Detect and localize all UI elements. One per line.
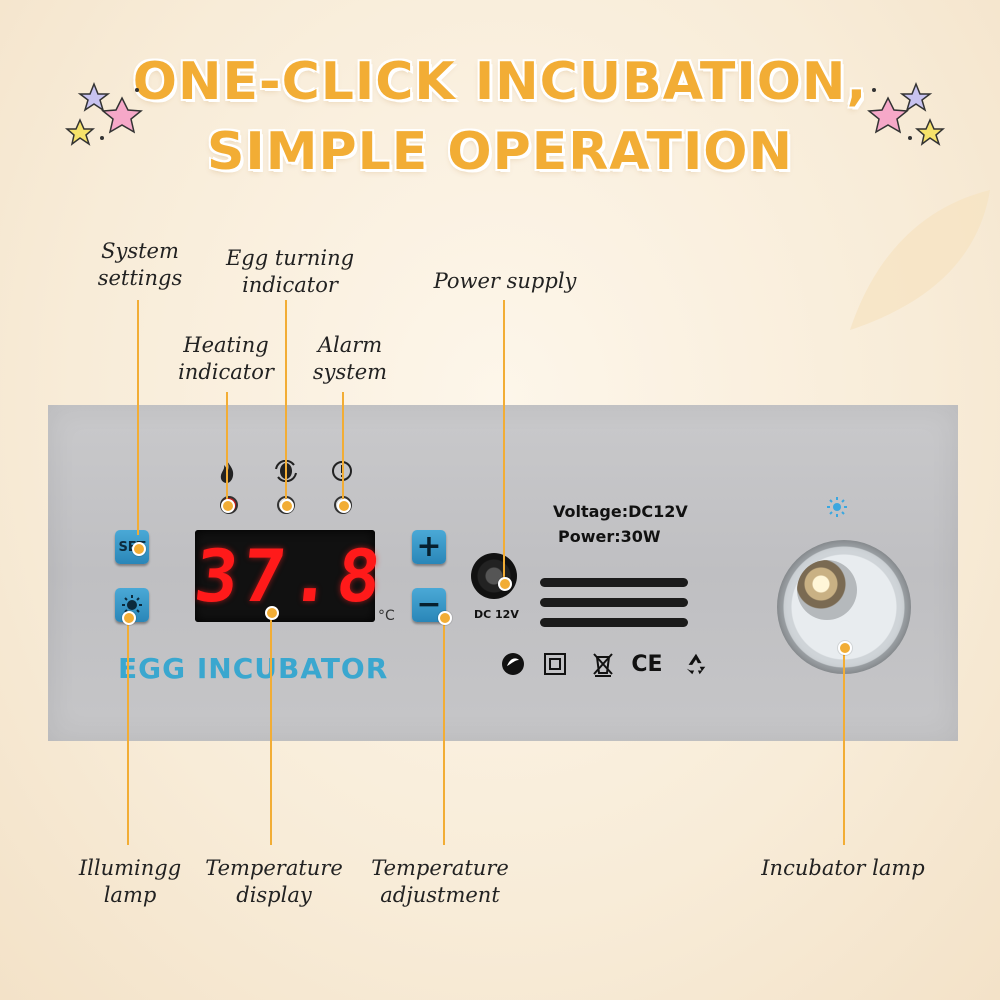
brand-text: EGG INCUBATOR	[118, 652, 389, 685]
voltage-spec: Voltage:DC12V	[553, 502, 688, 521]
label-system-settings: System settings	[97, 239, 183, 290]
vent-slot	[540, 618, 688, 627]
vent-slot	[540, 598, 688, 607]
label-illuming-lamp: Illumingg lamp	[78, 856, 182, 907]
callout-dot	[221, 499, 235, 513]
label-temperature-adjustment: Temperature adjustment	[371, 856, 509, 907]
callout-line	[342, 392, 344, 504]
callout-line	[137, 300, 139, 535]
callout-dot	[438, 611, 452, 625]
callout-dot	[280, 499, 294, 513]
headline-line-2: SIMPLE OPERATION	[206, 122, 794, 182]
callout-line	[503, 300, 505, 582]
low-energy-icon	[500, 651, 526, 677]
label-power-supply: Power supply	[433, 269, 577, 293]
stars-decoration-icon	[867, 81, 946, 146]
lamp-sun-icon	[827, 497, 847, 517]
power-spec: Power:30W	[558, 527, 661, 546]
ce-mark: CE	[631, 651, 663, 677]
double-insulation-icon	[542, 651, 568, 677]
egg-turning-icon	[275, 460, 297, 482]
callout-line	[226, 392, 228, 504]
temperature-display: 37.8	[191, 530, 389, 622]
lamp-bulb	[797, 560, 857, 620]
stars-decoration-icon	[64, 81, 143, 146]
weee-bin-icon	[590, 651, 616, 677]
callout-dot	[838, 641, 852, 655]
callout-line	[843, 647, 845, 845]
callout-dot	[337, 499, 351, 513]
callout-dot	[498, 577, 512, 591]
recycle-icon	[683, 651, 709, 677]
label-temperature-display: Temperature display	[205, 856, 343, 907]
callout-line	[443, 617, 445, 845]
callout-line	[127, 617, 129, 845]
callout-dot	[122, 611, 136, 625]
label-incubator-lamp: Incubator lamp	[761, 856, 925, 880]
jack-label: DC 12V	[474, 608, 519, 621]
label-heating: Heating indicator	[178, 333, 274, 384]
headline-line-1: ONE-CLICK INCUBATION,	[132, 52, 868, 112]
vent-slot	[540, 578, 688, 587]
power-jack	[471, 553, 517, 599]
temperature-value: 37.8	[190, 534, 389, 618]
label-alarm: Alarm system	[312, 333, 388, 384]
label-egg-turning: Egg turning indicator	[225, 246, 355, 297]
callout-line	[270, 612, 272, 845]
callout-dot	[265, 606, 279, 620]
ginkgo-leaf-icon	[850, 190, 990, 330]
temperature-unit: °C	[378, 608, 395, 624]
callout-dot	[132, 542, 146, 556]
plus-button[interactable]: +	[412, 530, 446, 564]
callout-line	[285, 300, 287, 504]
